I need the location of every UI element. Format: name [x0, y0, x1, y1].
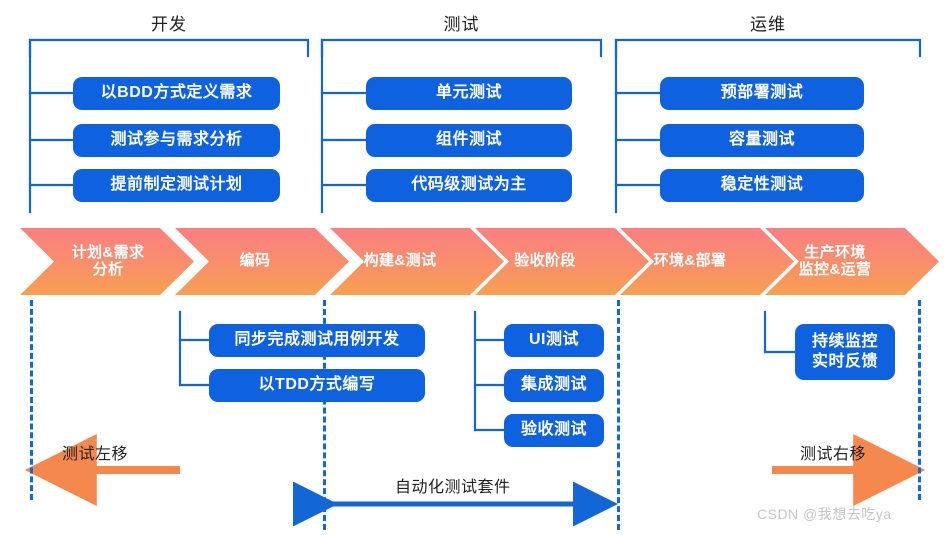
- pill-sync-test-case-dev[interactable]: 同步完成测试用例开发: [209, 324, 425, 357]
- chevron-env-deploy: [620, 228, 794, 295]
- chevron-plan: [20, 228, 194, 295]
- phase-title-test: 测试: [443, 15, 480, 34]
- pill-component-test[interactable]: 组件测试: [366, 124, 572, 157]
- pill-unit-test[interactable]: 单元测试: [366, 77, 572, 110]
- shift-left-caption: 测试左移: [62, 446, 129, 463]
- chevron-coding: [175, 228, 349, 295]
- phase-title-dev: 开发: [151, 15, 187, 34]
- pill-bdd-requirements[interactable]: 以BDD方式定义需求: [73, 77, 280, 110]
- chevron-build-test: [330, 228, 504, 295]
- chevron-label-acceptance: 验收阶段: [514, 252, 576, 269]
- pill-early-test-plan[interactable]: 提前制定测试计划: [73, 169, 280, 202]
- csdn-watermark: CSDN @我想去吃ya: [757, 506, 892, 522]
- bracket-dev: [28, 38, 310, 58]
- pill-stability-test[interactable]: 稳定性测试: [660, 169, 864, 202]
- chevron-label-prod-monitor: 生产环境 监控&运营: [798, 244, 872, 278]
- pill-acceptance-test[interactable]: 验收测试: [504, 414, 604, 447]
- dashed-guide-mid-right: [617, 300, 620, 530]
- pill-integration-test[interactable]: 集成测试: [504, 369, 604, 402]
- chevron-label-coding: 编码: [239, 252, 271, 269]
- shift-right-caption: 测试右移: [800, 446, 867, 463]
- chevron-label-env-deploy: 环境&部署: [653, 252, 727, 269]
- dashed-guide-right: [918, 300, 921, 500]
- dashed-guide-mid-left: [323, 300, 326, 530]
- bracket-ops: [614, 38, 922, 58]
- phase-title-ops: 运维: [750, 15, 786, 34]
- pill-ui-test[interactable]: UI测试: [504, 324, 604, 357]
- pill-capacity-test[interactable]: 容量测试: [660, 124, 864, 157]
- chevron-label-plan: 计划&需求 分析: [71, 244, 145, 278]
- pill-code-level-test[interactable]: 代码级测试为主: [366, 169, 572, 202]
- chevron-acceptance: [475, 228, 649, 295]
- chevron-label-build-test: 构建&测试: [363, 252, 437, 269]
- pill-pre-deploy-test[interactable]: 预部署测试: [660, 77, 864, 110]
- bracket-test: [320, 38, 603, 58]
- chevron-prod-monitor: [765, 228, 939, 295]
- automation-suite-caption: 自动化测试套件: [395, 479, 511, 496]
- pill-test-in-requirements[interactable]: 测试参与需求分析: [73, 124, 280, 157]
- pipeline-chevrons: [20, 228, 939, 295]
- dashed-guide-left: [30, 300, 33, 500]
- pill-tdd-writing[interactable]: 以TDD方式编写: [209, 369, 425, 402]
- pill-continuous-monitoring[interactable]: 持续监控 实时反馈: [795, 324, 895, 380]
